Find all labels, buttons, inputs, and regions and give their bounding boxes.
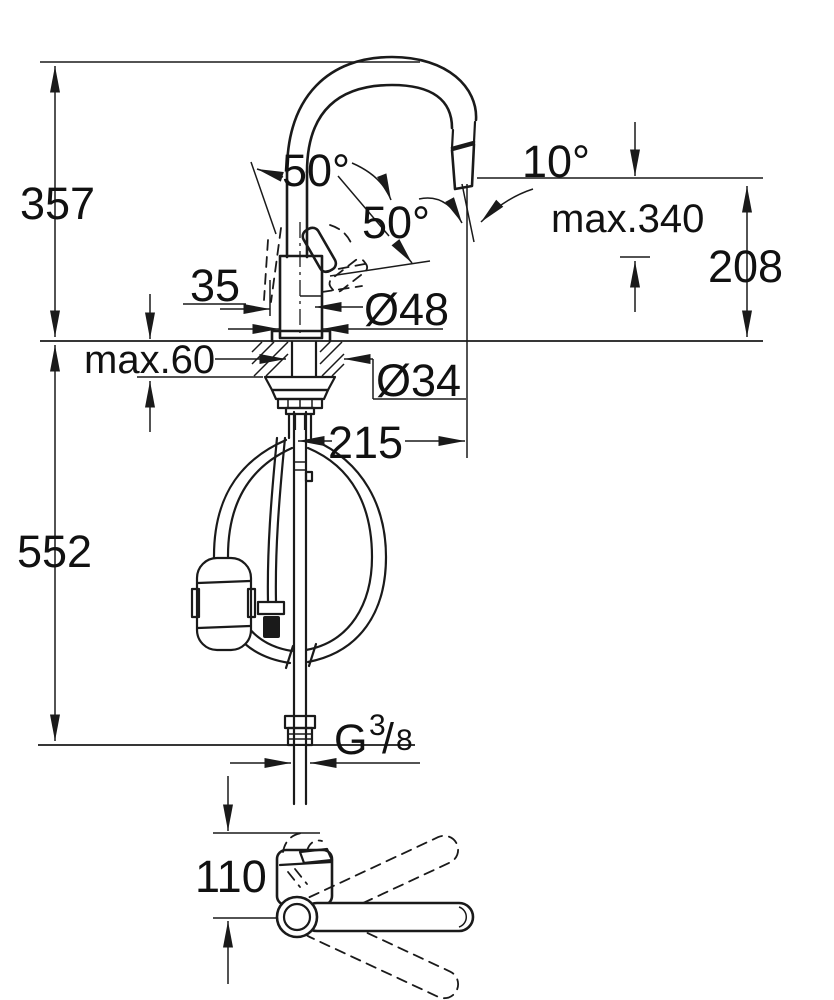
faucet-body — [270, 222, 338, 343]
swivel-hidden-line-2 — [263, 239, 269, 301]
hatch-line — [251, 341, 275, 365]
weight-seam-bottom — [196, 624, 252, 630]
pullout-max-label: max.340 — [551, 197, 704, 241]
pipe-stub-fill — [295, 746, 305, 803]
dim-50b-arc — [418, 197, 463, 224]
body-dash-2 — [294, 868, 308, 885]
middle-hose-right-edge — [274, 436, 287, 604]
lever-cap — [298, 847, 334, 865]
swivel-ray-right — [337, 175, 390, 237]
right-loop-inner — [304, 446, 374, 652]
washer-ring — [270, 388, 330, 401]
spray-head-joint-left — [450, 128, 455, 150]
hidden-position-lines — [263, 224, 371, 303]
pivot-circle-inner — [282, 902, 312, 932]
thread-denominator-label: 8 — [396, 724, 413, 757]
handle-rotated-arc — [329, 224, 353, 246]
weight-fill — [197, 558, 251, 650]
body-offset-label: 35 — [190, 260, 240, 311]
pivot-circle-outer — [275, 895, 319, 939]
lever-end-inset — [458, 906, 468, 928]
hose-weight — [190, 556, 257, 652]
cone-washer — [263, 375, 337, 392]
hole-diameter-label: Ø34 — [376, 355, 461, 406]
middle-hose-left-edge — [266, 436, 279, 604]
thread-slash-label: / — [382, 715, 394, 763]
reference-lines — [38, 61, 763, 919]
swivel-angle-left-label: 50° — [282, 145, 350, 196]
dimension-arrows — [50, 66, 752, 984]
swivel-angle-right-label: 50° — [362, 197, 430, 248]
hatch-line — [321, 353, 345, 377]
handle-hidden-line-1 — [321, 262, 371, 273]
handle-rotated-outline — [328, 258, 368, 293]
mounting-hardware — [263, 340, 337, 440]
right-loop-outer — [306, 438, 388, 664]
hatch-line — [265, 353, 289, 377]
dim-50a-arc — [351, 162, 392, 201]
spout-arc-inner — [305, 83, 454, 174]
body-dash-1 — [287, 871, 301, 888]
hose-connector-top — [256, 600, 286, 616]
body-top-view — [275, 848, 334, 907]
handle-length-label: 110 — [195, 851, 267, 902]
dimension-labels: 357 552 50° 50° 10° max.340 208 35 Ø48 m… — [17, 136, 783, 902]
pipe-fill — [295, 430, 305, 744]
spray-head — [450, 142, 476, 191]
thread-letter-label: G — [334, 716, 367, 764]
left-loop-inner — [226, 446, 294, 653]
lever-fill — [303, 903, 473, 931]
dim-50a-arrow — [256, 168, 284, 182]
pipe-nub — [304, 470, 314, 483]
weight-body — [195, 556, 253, 652]
hatch-line — [319, 341, 343, 365]
hose-cut-mark — [284, 644, 295, 670]
swivel-ray-left — [250, 161, 277, 235]
head-tilt-line — [461, 183, 475, 243]
spray-head-seam — [450, 140, 476, 150]
hose-connector-nut — [263, 616, 280, 638]
hatch-line — [331, 363, 345, 377]
outlet-height-label: 208 — [708, 241, 783, 292]
weight-seam-top — [196, 579, 252, 585]
base-plate — [270, 329, 332, 343]
top-view — [275, 832, 475, 1000]
handle-extension-line — [329, 260, 431, 277]
faucet-spout — [285, 55, 478, 259]
pivot-fill — [277, 897, 317, 937]
hatch-line — [319, 341, 331, 353]
hose-cut-mark — [307, 642, 318, 668]
spout-height-label: 357 — [20, 178, 95, 229]
hose-left-loop — [212, 438, 295, 670]
body-diameter-label: Ø48 — [364, 284, 449, 335]
weight-tab-left — [190, 587, 201, 619]
head-tilt-label: 10° — [522, 136, 590, 187]
supply-pipe — [283, 410, 317, 806]
cartridge-housing — [278, 254, 324, 340]
spout-arc-outer — [285, 55, 478, 174]
dim-50b-arrow — [391, 239, 413, 264]
dim-10deg-leader — [480, 188, 534, 223]
hatch-line — [251, 341, 263, 353]
under-counter-depth-label: 552 — [17, 526, 92, 577]
hose-right-loop — [304, 438, 388, 668]
shank-collar — [284, 406, 316, 416]
spray-head-joint-right — [472, 120, 477, 144]
thread-numerator-label: 3 — [369, 709, 386, 742]
supply-fitting-nut — [286, 726, 314, 747]
swivel-hidden-line-1 — [270, 227, 282, 303]
middle-hose — [256, 436, 287, 638]
weight-tab-right — [246, 587, 257, 619]
left-loop-outer — [212, 438, 292, 665]
counter-hatch-right — [319, 341, 345, 377]
deck-thickness-label: max.60 — [84, 338, 215, 382]
spout-reach-label: 215 — [328, 417, 403, 468]
